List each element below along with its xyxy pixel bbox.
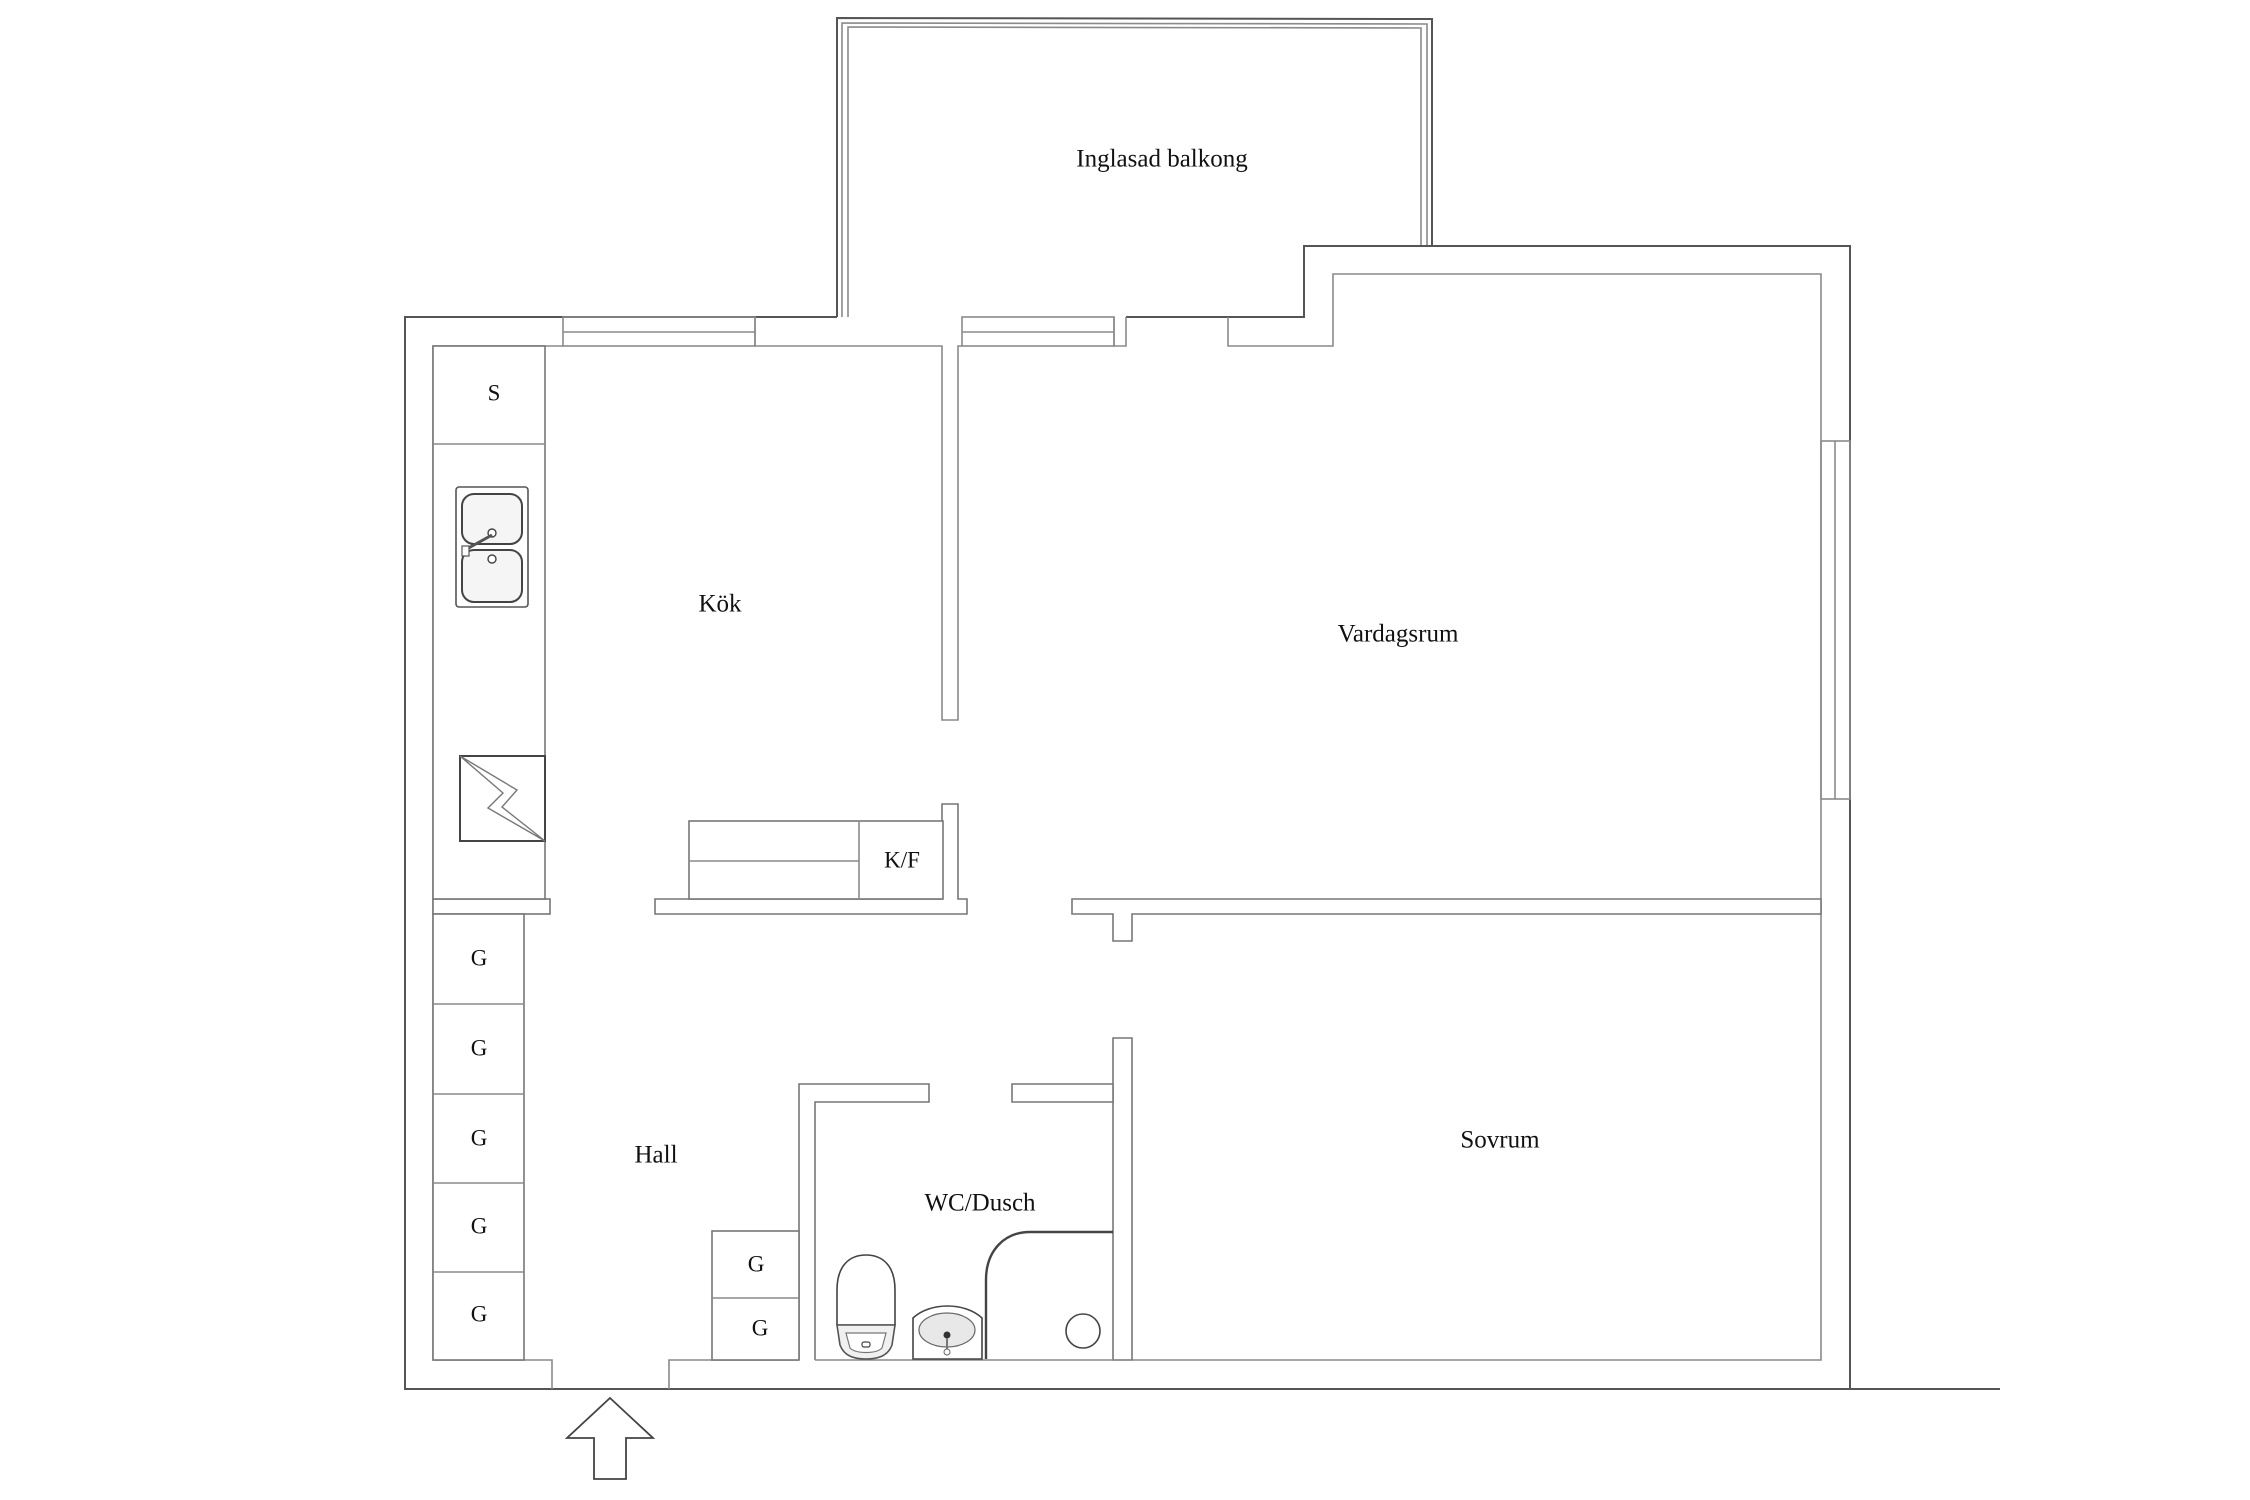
interior-walls: [432, 803, 1822, 1361]
hall-wardrobe-label: G: [748, 1251, 765, 1276]
wardrobe-label: G: [471, 1301, 488, 1326]
wardrobe-label: G: [471, 1035, 488, 1060]
pantry-label: S: [488, 380, 501, 405]
balcony-outline: [836, 16, 1433, 317]
bathroom-wall-left: [798, 1083, 930, 1360]
room-label-balcony: Inglasad balkong: [1076, 146, 1248, 173]
bathroom-wall-right: [1011, 1083, 1114, 1103]
hall-wardrobe-column: [711, 1230, 800, 1361]
kitchen-partition: [754, 317, 962, 721]
kitchen-sink-icon: [455, 486, 529, 608]
fridge-freezer-label: K/F: [884, 847, 920, 872]
balcony: [836, 16, 1433, 317]
kitchen-hall-wall-left: [432, 898, 551, 915]
outer-walls: [404, 245, 2000, 1390]
entrance-arrow-icon: [564, 1396, 656, 1480]
wardrobe-label: G: [471, 1213, 488, 1238]
wardrobe-label: G: [471, 1125, 488, 1150]
wardrobe-column: [432, 913, 525, 1361]
outer-wall-right: [405, 245, 1851, 1390]
wardrobes: G G G G G G G: [432, 913, 800, 1361]
room-label-bathroom: WC/Dusch: [924, 1190, 1036, 1217]
hall-wardrobe-label: G: [752, 1315, 769, 1340]
outer-wall-left: [404, 316, 2000, 1390]
bedroom-hall-wall: [1112, 1037, 1133, 1361]
windows: [562, 316, 1851, 800]
living-bedroom-wall: [1071, 898, 1822, 942]
balcony-glazing-inner-2: [847, 26, 1422, 317]
washbasin-icon: [912, 1305, 983, 1360]
toilet-icon: [836, 1254, 896, 1360]
balcony-glazing-inner: [841, 22, 1428, 317]
shower-icon: [984, 1230, 1113, 1359]
room-label-living: Vardagsrum: [1338, 621, 1459, 648]
bathroom-fixtures: [836, 1230, 1113, 1360]
wardrobe-label: G: [471, 945, 488, 970]
inner-wall-living: [1132, 273, 1822, 1361]
kitchen-fixtures: S K/F: [432, 345, 944, 900]
inner-wall-entrance-right: [668, 1359, 799, 1389]
window-jamb: [1113, 317, 1127, 347]
room-label-bedroom: Sovrum: [1460, 1127, 1540, 1154]
stove-icon: [459, 755, 546, 842]
room-label-kitchen: Kök: [698, 591, 742, 618]
room-label-hall: Hall: [634, 1142, 677, 1169]
fridge-freezer-unit: [688, 820, 944, 900]
